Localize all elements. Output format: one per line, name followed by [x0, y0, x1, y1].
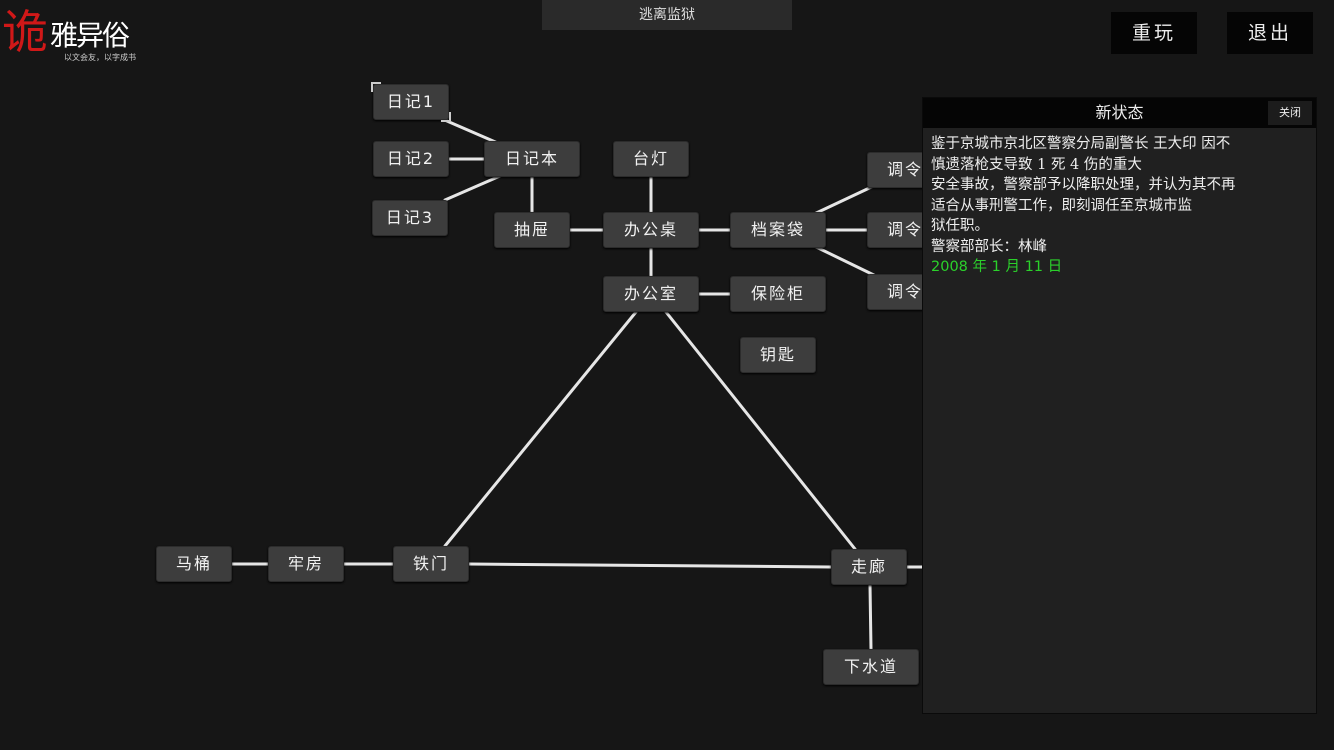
panel-line: 慎遗落枪支导致 1 死 4 伤的重大 — [931, 156, 1142, 173]
node-notebook[interactable]: 日记本 — [484, 141, 580, 177]
replay-button[interactable]: 重玩 — [1111, 12, 1197, 54]
node-lamp[interactable]: 台灯 — [613, 141, 689, 177]
node-drawer[interactable]: 抽屉 — [494, 212, 570, 248]
edge — [810, 243, 882, 280]
edge — [810, 181, 882, 217]
panel-body: 鉴于京城市京北区警察分局副警长 王大印 因不 慎遗落枪支导致 1 死 4 伤的重… — [923, 128, 1316, 284]
panel-line: 鉴于京城市京北区警察分局副警长 王大印 因不 — [931, 136, 1231, 152]
node-corridor[interactable]: 走廊 — [831, 549, 907, 585]
node-iron-gate[interactable]: 铁门 — [393, 546, 469, 582]
edge — [868, 583, 873, 651]
logo-tagline: 以文会友，以字成书 — [64, 53, 136, 62]
panel-line: 警察部部长：林峰 — [931, 238, 1047, 255]
edge — [664, 310, 857, 551]
node-office[interactable]: 办公室 — [603, 276, 699, 312]
panel-title: 新状态 — [1095, 103, 1144, 122]
edge — [443, 174, 502, 202]
node-desk[interactable]: 办公桌 — [603, 212, 699, 248]
node-diary-1[interactable]: 日记1 — [371, 82, 451, 122]
status-panel: 新状态 关闭 鉴于京城市京北区警察分局副警长 王大印 因不 慎遗落枪支导致 1 … — [922, 97, 1317, 714]
node-cell[interactable]: 牢房 — [268, 546, 344, 582]
node-key[interactable]: 钥匙 — [740, 337, 816, 373]
panel-line: 适合从事刑警工作，即刻调任至京城市监 — [931, 197, 1192, 214]
panel-line: 狱任职。 — [931, 218, 989, 234]
panel-line: 安全事故，警察部予以降职处理，并认为其不再 — [931, 177, 1236, 193]
panel-header: 新状态 关闭 — [923, 98, 1316, 128]
node-sewer[interactable]: 下水道 — [823, 649, 919, 685]
node-toilet[interactable]: 马桶 — [156, 546, 232, 582]
edge — [443, 310, 638, 548]
edge — [467, 562, 833, 569]
node-diary-3[interactable]: 日记3 — [372, 200, 448, 236]
edge — [438, 116, 502, 146]
logo-first-char: 诡 — [2, 5, 48, 59]
close-button[interactable]: 关闭 — [1268, 101, 1312, 125]
node-diary-2[interactable]: 日记2 — [373, 141, 449, 177]
quit-button[interactable]: 退出 — [1227, 12, 1313, 54]
game-logo: 诡 雅异俗 以文会友，以字成书 — [2, 2, 162, 66]
panel-date: 2008 年 1 月 11 日 — [931, 259, 1063, 275]
node-safe[interactable]: 保险柜 — [730, 276, 826, 312]
node-folder[interactable]: 档案袋 — [730, 212, 826, 248]
level-title: 逃离监狱 — [542, 0, 792, 30]
logo-rest: 雅异俗 — [50, 19, 130, 52]
